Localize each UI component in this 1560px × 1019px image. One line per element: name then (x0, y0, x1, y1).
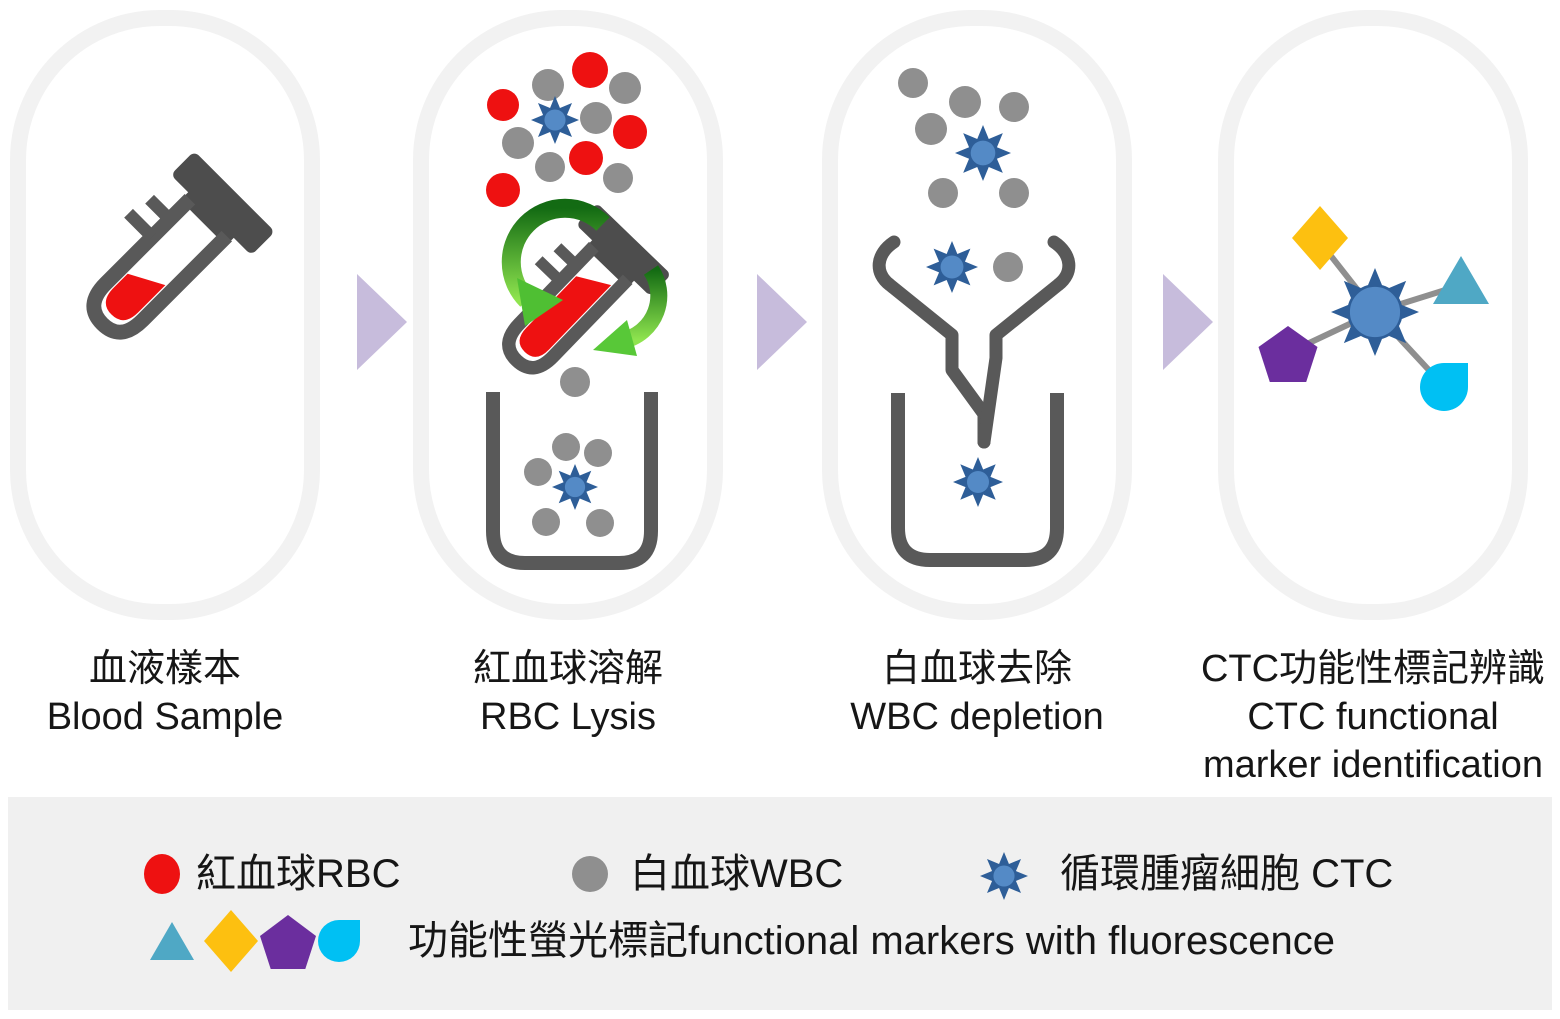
funnel-icon (872, 235, 1076, 449)
ctc-cell-icon (926, 241, 978, 293)
flow-arrow-icon (757, 274, 807, 370)
step-label-zh: 血液樣本 (88, 648, 241, 690)
step-label-en: CTC functional (1247, 696, 1499, 738)
step-label-en: RBC Lysis (480, 696, 656, 738)
marker-pentagon (1258, 326, 1318, 382)
test-tube-icon (86, 153, 273, 340)
blood-liquid (519, 276, 612, 357)
marker-droplet-swatch (318, 920, 360, 962)
wbc-cell-cluster (898, 68, 1029, 208)
collection-beaker-icon (486, 367, 658, 570)
step-label-zh: 紅血球溶解 (472, 648, 663, 690)
rbc-legend-label: 紅血球RBC (196, 852, 401, 896)
marker-pentagon-swatch (260, 915, 316, 969)
step-panel-rbc-lysis (413, 10, 723, 620)
step-label-en2: marker identification (1202, 744, 1544, 786)
step-label-zh: CTC功能性標記辨識 (1200, 648, 1546, 690)
ctc-legend-label: 循環腫瘤細胞 CTC (1060, 852, 1394, 896)
rbc-legend-swatch (144, 854, 180, 894)
blood-liquid (105, 273, 166, 321)
step-panel-ctc-identification (1218, 10, 1528, 620)
ctc-cell-icon (955, 125, 1011, 181)
flow-arrow-icon (357, 274, 407, 370)
marker-triangle (1433, 256, 1489, 304)
step-label-en: Blood Sample (46, 696, 284, 738)
wbc-depletion-illustration (872, 68, 1076, 567)
marker-diamond-swatch (204, 910, 258, 972)
rbc-lysis-illustration (486, 52, 669, 570)
tube-tick-mark (124, 208, 157, 242)
wbc-legend-label: 白血球WBC (630, 852, 844, 896)
lysis-rotation-arrows-icon (501, 198, 668, 356)
step-label-blood-sample: 血液樣本 Blood Sample (0, 645, 365, 741)
marker-triangle-swatch (150, 922, 194, 960)
collection-beaker-icon (891, 393, 1064, 567)
ctc-cell-icon (1331, 268, 1419, 356)
flow-arrow-icon (1163, 274, 1213, 370)
wbc-legend-swatch (572, 856, 608, 892)
blood-sample-illustration (86, 153, 273, 340)
step-panel-wbc-depletion (822, 10, 1132, 620)
legend-panel: 紅血球RBC 白血球WBC 循環腫瘤細胞 CTC 功能性螢光標記function… (8, 797, 1552, 1010)
lysis-tube-icon (502, 205, 669, 375)
ctc-cell-icon (531, 96, 579, 144)
tube-tick-mark (145, 194, 175, 224)
step-label-wbc-depletion: 白血球去除 WBC depletion (777, 645, 1177, 741)
ctc-marker-illustration (1258, 206, 1489, 411)
step-label-ctc-identification: CTC功能性標記辨識 CTC functional marker identif… (1173, 645, 1560, 789)
step-label-rbc-lysis: 紅血球溶解 RBC Lysis (368, 645, 768, 741)
step-panel-blood-sample (10, 10, 320, 620)
ctc-cell-icon (953, 457, 1003, 507)
marker-diamond (1292, 206, 1348, 270)
ctc-cell-icon (552, 464, 598, 510)
marker-droplet (1420, 363, 1468, 411)
step-label-zh: 白血球去除 (881, 648, 1072, 690)
ctc-legend-swatch (980, 852, 1028, 900)
blood-cell-cluster (486, 52, 647, 207)
step-label-en: WBC depletion (850, 696, 1104, 738)
markers-legend-label: 功能性螢光標記functional markers with fluoresce… (408, 919, 1335, 963)
